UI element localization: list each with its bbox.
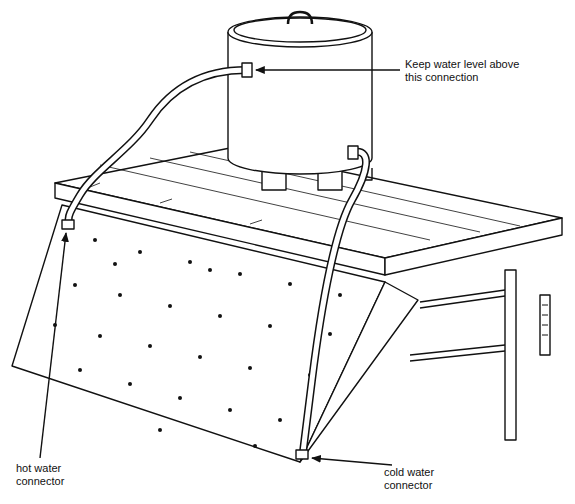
leader-line <box>312 458 392 465</box>
table-side-edge <box>385 218 562 275</box>
cold-fitting <box>348 146 358 159</box>
frame-rail <box>420 296 505 308</box>
collector-dots <box>53 238 342 448</box>
frame-rail <box>420 290 505 302</box>
cold-hose <box>303 152 366 452</box>
callout-label: hot water connector <box>16 462 78 488</box>
leader-line <box>40 233 66 458</box>
callout-label: cold water connector <box>384 466 454 492</box>
hot-hose <box>68 70 246 224</box>
cold-connector <box>296 450 308 459</box>
hot-hose <box>68 70 246 224</box>
callout-label: Keep water level above this connection <box>405 58 523 84</box>
frame-rail <box>410 345 505 355</box>
lid-handle <box>288 12 312 24</box>
pot-body <box>228 32 372 174</box>
cold-hose <box>303 152 366 452</box>
hot-connector <box>62 220 74 229</box>
table-panel <box>540 295 550 355</box>
hot-fitting <box>242 63 252 77</box>
frame-rail <box>410 351 505 361</box>
pot-lid <box>228 17 372 47</box>
pot-lid-rim <box>234 18 366 42</box>
table-leg <box>505 270 516 440</box>
leader-line <box>256 69 400 70</box>
collector-side <box>300 282 418 462</box>
leg-hatch <box>542 305 548 335</box>
